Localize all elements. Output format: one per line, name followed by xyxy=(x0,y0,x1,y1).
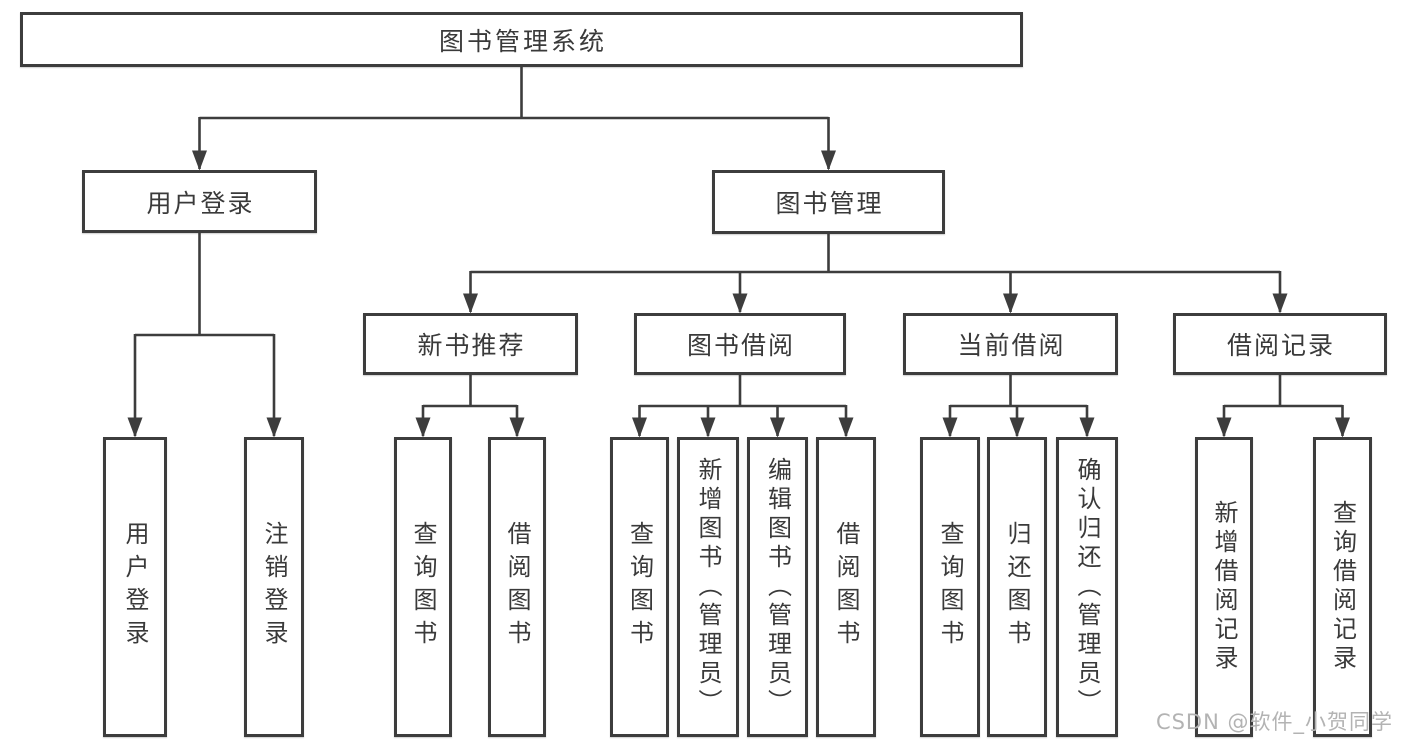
node-borrow-records: 借阅记录 xyxy=(1173,313,1387,375)
node-cb-return-books: 归还图书 xyxy=(987,437,1047,737)
node-library-system: 图书管理系统 xyxy=(20,12,1023,67)
node-book-management: 图书管理 xyxy=(712,170,945,234)
node-cb-confirm-return-admin: 确认归还（管理员） xyxy=(1056,437,1118,737)
node-bb-query-books: 查询图书 xyxy=(610,437,669,737)
node-logout-leaf: 注销登录 xyxy=(244,437,304,737)
node-current-borrow: 当前借阅 xyxy=(903,313,1118,375)
node-bb-borrow-books: 借阅图书 xyxy=(816,437,876,737)
node-br-query-record: 查询借阅记录 xyxy=(1313,437,1372,737)
node-bb-edit-books-admin: 编辑图书（管理员） xyxy=(747,437,808,737)
node-new-book-recommend: 新书推荐 xyxy=(363,313,578,375)
watermark: CSDN @软件_小贺同学 xyxy=(1155,710,1393,734)
node-rec-query-books: 查询图书 xyxy=(394,437,452,737)
node-cb-query-books: 查询图书 xyxy=(920,437,980,737)
node-book-borrow: 图书借阅 xyxy=(634,313,846,375)
node-user-login: 用户登录 xyxy=(82,170,317,233)
node-rec-borrow-books: 借阅图书 xyxy=(488,437,546,737)
node-br-add-record: 新增借阅记录 xyxy=(1195,437,1253,737)
node-user-login-leaf: 用户登录 xyxy=(103,437,167,737)
node-bb-add-books-admin: 新增图书（管理员） xyxy=(677,437,739,737)
